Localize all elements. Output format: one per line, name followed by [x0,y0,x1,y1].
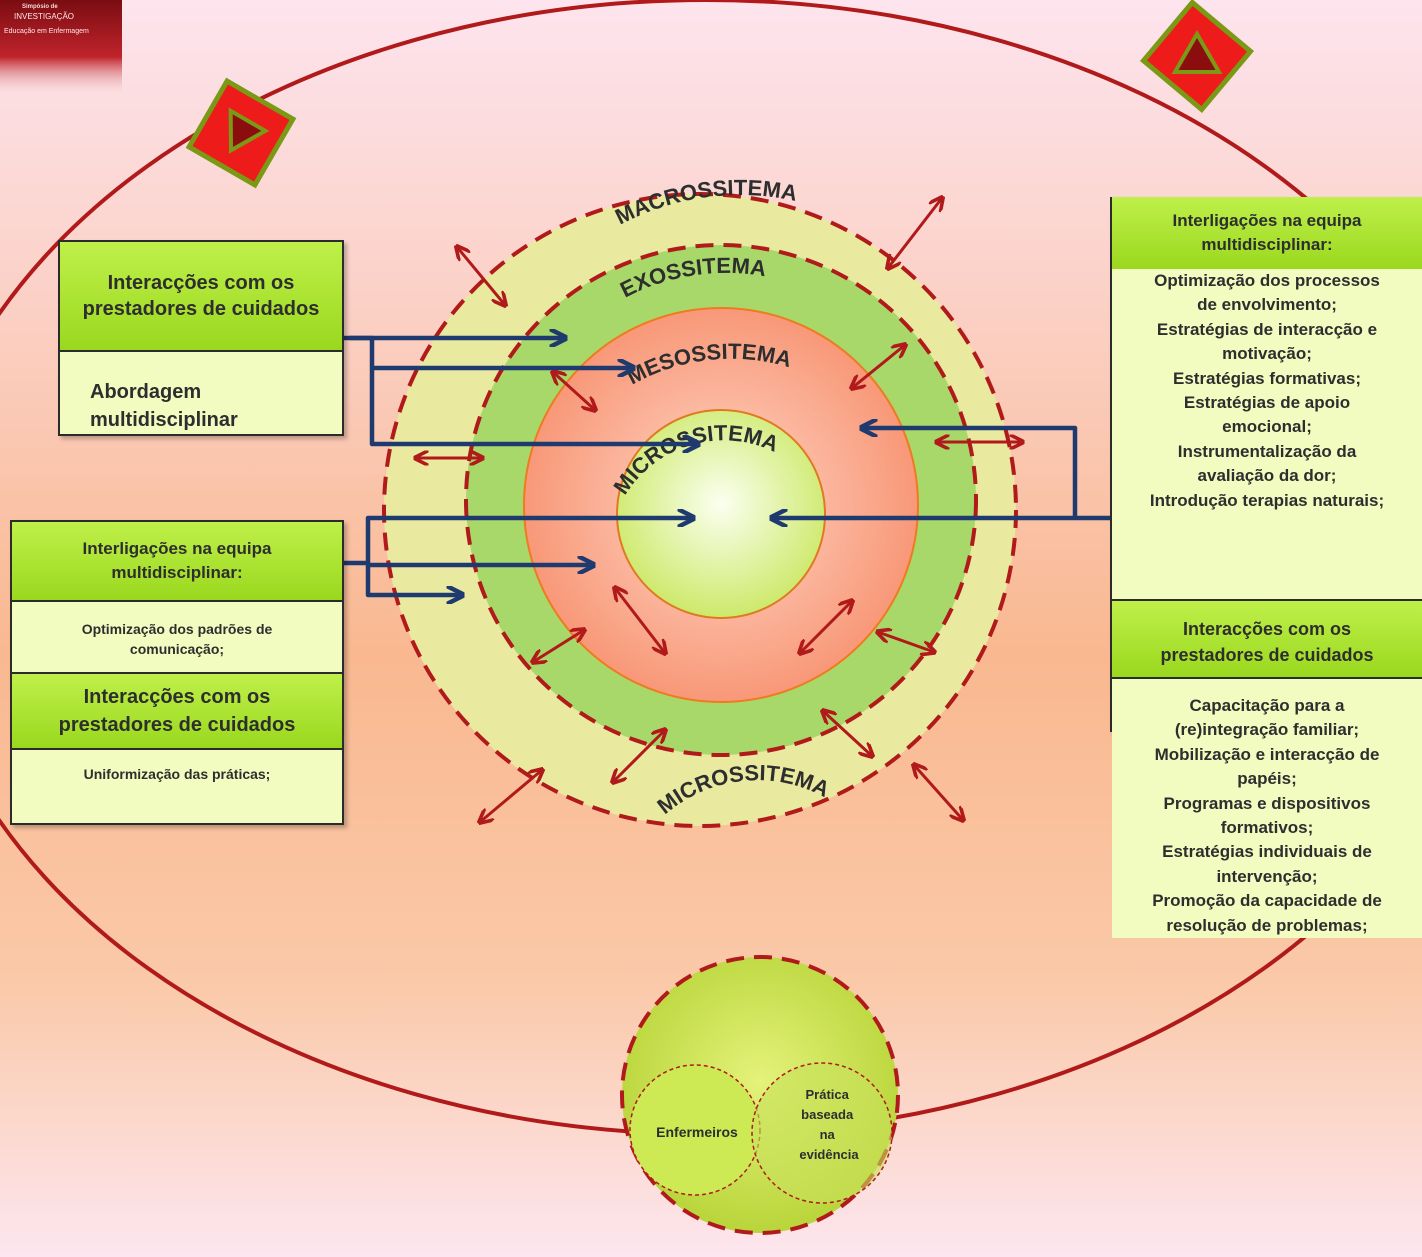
logo-text-2: INVESTIGAÇÃO [14,12,74,21]
right-item: Estratégias de apoio [1183,393,1351,413]
red-arrow [852,345,905,388]
red-arrow [800,601,852,653]
left-bottom-header2-line: prestadores de cuidados [58,714,296,736]
right-item: (re)integração familiar; [1174,720,1360,740]
left-bottom-header1-line: multidisciplinar: [111,563,243,582]
orbit-marker-top-left [185,77,297,189]
left-bottom-body1: Optimização dos padrões de comunicação; [12,602,342,674]
left-bottom-header1-line: Interligações na equipa [82,539,272,558]
navy-connectors [330,338,1115,595]
red-double-arrows [416,198,1022,822]
red-arrow [615,588,665,653]
right-item: formativos; [1220,818,1314,838]
right-item: resolução de problemas; [1166,915,1368,935]
left-bottom-header2-line: Interacções com os [83,686,271,708]
left-bottom-body1-line: comunicação; [129,641,225,657]
right-item: Mobilização e interacção de [1154,744,1380,764]
right-header1: Interligações na equipa multidisciplinar… [1112,197,1422,269]
right-item: Optimização dos processos [1154,271,1380,290]
right-item: Capacitação para a [1189,696,1345,715]
left-top-body-line: multidisciplinar [90,409,238,431]
red-arrow [553,372,595,410]
right-item: avaliação da dor; [1197,466,1337,486]
logo-text-1: Simpósio de [22,4,58,10]
right-box: Interligações na equipa multidisciplinar… [1110,197,1422,732]
right-item: motivação; [1222,344,1312,364]
red-arrow [613,730,665,782]
red-arrow [823,711,872,756]
evidence-line: baseada [801,1107,854,1122]
connector-left-bottom [330,560,462,595]
right-item: de envolvimento; [1197,295,1337,315]
left-top-header: Interacções com os prestadores de cuidad… [60,242,342,352]
red-arrow [480,770,542,822]
micro-ring [616,409,826,619]
left-top-body-line: Abordagem [90,381,202,403]
evidence-circle [751,1062,893,1204]
symposium-logo: Simpósio de INVESTIGAÇÃO Educação em Enf… [0,0,122,95]
red-arrow [533,630,584,662]
right-item: intervenção; [1216,866,1318,886]
right-header1-line: Interligações na equipa [1172,211,1362,230]
red-arrow [457,247,505,305]
logo-text-3: Educação em Enfermagem [4,28,89,35]
connector-left-bottom-micro [365,518,693,563]
red-arrow [888,198,942,268]
right-items1: Optimização dos processos de envolviment… [1112,269,1422,601]
right-items2: Capacitação para a (re)integração famili… [1112,694,1422,939]
right-header2-line: prestadores de cuidados [1160,645,1374,665]
right-item: Estratégias formativas; [1172,368,1362,388]
nurses-label: Enfermeiros [656,1124,738,1140]
right-item: Instrumentalização da [1177,441,1357,461]
evidence-line: evidência [799,1147,859,1162]
left-bottom-header2: Interacções com os prestadores de cuidad… [12,674,342,750]
evidence-label: Prática baseada na evidência [799,1087,859,1162]
left-bottom-box: Interligações na equipa multidisciplinar… [10,520,344,825]
right-header1-line: multidisciplinar: [1201,235,1333,254]
red-arrow [914,765,963,820]
right-item: Estratégias individuais de [1162,842,1372,862]
left-bottom-header1: Interligações na equipa multidisciplinar… [12,522,342,602]
evidence-line: na [820,1127,836,1142]
left-bottom-body2: Uniformização das práticas; [83,766,271,782]
left-top-header-line: prestadores de cuidados [82,298,320,320]
left-top-body: Abordagem multidisciplinar [60,352,342,434]
right-item: Estratégias de interacção e [1156,319,1378,339]
left-bottom-body1-line: Optimização dos padrões de [81,621,273,637]
right-item: papéis; [1237,769,1297,789]
right-item: Programas e dispositivos [1163,793,1371,813]
right-item: Introdução terapias naturais; [1149,490,1385,510]
right-item: emocional; [1222,417,1312,437]
evidence-line: Prática [806,1087,850,1102]
red-arrow [878,632,934,652]
right-header2: Interacções com os prestadores de cuidad… [1112,601,1422,679]
left-top-header-line: Interacções com os [107,272,295,294]
right-header2-line: Interacções com os [1182,619,1352,639]
bottom-microsystem: MICROSSITEMA Enfermeiros Prática baseada… [620,760,900,1235]
connector-right-meso [862,428,1078,518]
orbit-marker-top-right [1139,0,1255,114]
right-item: Promoção da capacidade de [1152,891,1382,911]
left-top-box: Interacções com os prestadores de cuidad… [58,240,344,436]
